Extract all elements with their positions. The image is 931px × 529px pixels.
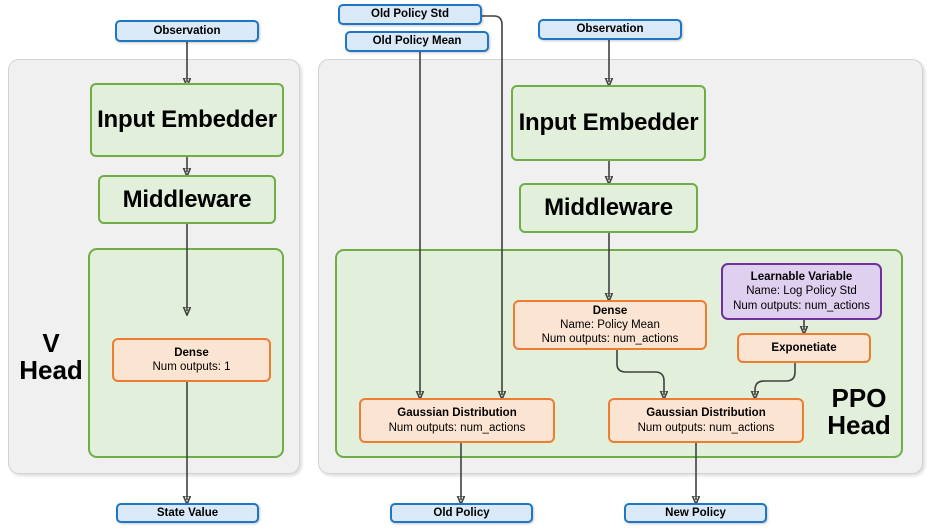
v-head-output-state-value-label: State Value (156, 506, 219, 519)
ppo-gaussian-old-block[interactable]: Gaussian Distribution Num outputs: num_a… (359, 398, 555, 443)
v-head-middleware-block[interactable]: Middleware (98, 175, 276, 224)
v-head-middleware-label: Middleware (122, 185, 252, 213)
ppo-dense-policy-mean-name: Name: Policy Mean (560, 319, 660, 331)
ppo-dense-policy-mean-block[interactable]: Dense Name: Policy Mean Num outputs: num… (513, 300, 707, 350)
ppo-output-new-policy-label: New Policy (665, 506, 726, 519)
v-head-caption: V Head (19, 328, 83, 386)
ppo-input-embedder-label: Input Embedder (518, 109, 699, 137)
ppo-learnable-variable-title: Learnable Variable (750, 271, 853, 284)
v-head-input-observation[interactable]: Observation (115, 20, 259, 42)
ppo-input-old-policy-mean-label: Old Policy Mean (372, 35, 462, 48)
ppo-learnable-variable-name: Name: Log Policy Std (746, 285, 857, 298)
v-head-dense-block[interactable]: Dense Num outputs: 1 (112, 338, 271, 382)
ppo-output-old-policy[interactable]: Old Policy (390, 503, 533, 523)
ppo-gaussian-new-title: Gaussian Distribution (646, 407, 766, 420)
v-head-dense-num-outputs: Num outputs: 1 (152, 361, 231, 373)
ppo-gaussian-new-num-outputs: Num outputs: num_actions (637, 421, 775, 434)
v-head-input-observation-label: Observation (153, 24, 221, 37)
ppo-gaussian-new-block[interactable]: Gaussian Distribution Num outputs: num_a… (608, 398, 804, 443)
v-head-input-embedder-label: Input Embedder (97, 106, 277, 134)
ppo-gaussian-old-title: Gaussian Distribution (397, 407, 517, 420)
ppo-exponetiate-block[interactable]: Exponetiate (737, 333, 871, 363)
ppo-input-old-policy-std[interactable]: Old Policy Std (338, 4, 482, 25)
ppo-dense-policy-mean-num-outputs: Num outputs: num_actions (541, 333, 679, 346)
ppo-head-caption: PPO Head (827, 383, 891, 441)
ppo-dense-policy-mean-title: Dense (592, 304, 628, 317)
ppo-output-old-policy-label: Old Policy (433, 506, 490, 519)
ppo-middleware-label: Middleware (544, 194, 673, 222)
v-head-input-embedder-block[interactable]: Input Embedder (90, 83, 284, 157)
ppo-output-new-policy[interactable]: New Policy (624, 503, 767, 523)
ppo-input-observation-label: Observation (576, 23, 644, 36)
ppo-middleware-block[interactable]: Middleware (519, 183, 698, 233)
ppo-input-old-policy-std-label: Old Policy Std (371, 8, 449, 21)
ppo-exponetiate-title: Exponetiate (771, 341, 837, 354)
ppo-input-embedder-block[interactable]: Input Embedder (511, 85, 706, 161)
ppo-gaussian-old-num-outputs: Num outputs: num_actions (388, 421, 526, 434)
ppo-input-old-policy-mean[interactable]: Old Policy Mean (345, 31, 489, 52)
ppo-input-observation[interactable]: Observation (538, 19, 682, 40)
v-head-output-state-value[interactable]: State Value (116, 503, 259, 523)
ppo-learnable-variable-num-outputs: Num outputs: num_actions (733, 299, 870, 312)
v-head-dense-title: Dense (174, 346, 209, 359)
ppo-learnable-variable-block[interactable]: Learnable Variable Name: Log Policy Std … (721, 263, 882, 320)
